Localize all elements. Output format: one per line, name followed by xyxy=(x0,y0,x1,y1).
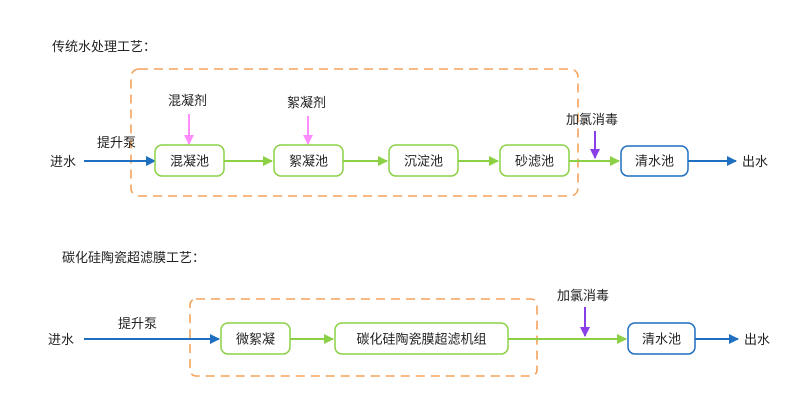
membrane-dashed-frame xyxy=(189,298,538,377)
coagulant-label: 混凝剂 xyxy=(168,93,207,109)
node-sic-membrane-unit: 碳化硅陶瓷膜超滤机组 xyxy=(334,322,509,355)
inlet-label-bottom: 进水 xyxy=(48,333,74,348)
node-sedimentation-tank: 沉淀池 xyxy=(388,144,459,177)
sedimentation-tank-label: 沉淀池 xyxy=(404,155,443,170)
pretreatment-dashed-frame xyxy=(130,68,579,197)
chlorination-label: 加氯消毒 xyxy=(566,113,618,128)
pump-label-bottom: 提升泵 xyxy=(118,316,157,332)
inlet-label: 进水 xyxy=(50,155,76,170)
node-flocculation-tank: 絮凝池 xyxy=(273,144,344,177)
node-micro-flocculation: 微絮凝 xyxy=(220,322,291,355)
flocculant-label: 絮凝剂 xyxy=(287,95,326,111)
micro-flocculation-label: 微絮凝 xyxy=(236,332,275,348)
traditional-process: 传统水处理工艺： 进水 提升泵 混凝剂 絮凝剂 混凝池 絮凝池 沉淀池 xyxy=(50,40,768,197)
node-clear-water-tank: 清水池 xyxy=(620,145,689,177)
sic-membrane-process: 碳化硅陶瓷超滤膜工艺： 进水 提升泵 微絮凝 碳化硅陶瓷膜超滤机组 加氯消毒 清… xyxy=(48,250,770,377)
outlet-label-bottom: 出水 xyxy=(744,333,770,348)
node-sand-filter: 砂滤池 xyxy=(499,144,570,177)
sic-membrane-unit-label: 碳化硅陶瓷膜超滤机组 xyxy=(356,332,486,348)
flocculation-tank-label: 絮凝池 xyxy=(289,154,328,170)
pump-label: 提升泵 xyxy=(97,135,136,151)
clear-water-tank-label-bottom: 清水池 xyxy=(642,333,681,348)
clear-water-tank-label: 清水池 xyxy=(635,155,674,170)
coagulation-tank-label: 混凝池 xyxy=(170,154,209,170)
node-coagulation-tank: 混凝池 xyxy=(154,144,225,177)
sic-process-title: 碳化硅陶瓷超滤膜工艺： xyxy=(62,250,205,266)
outlet-label: 出水 xyxy=(742,155,768,170)
sand-filter-label: 砂滤池 xyxy=(515,155,554,170)
traditional-process-title: 传统水处理工艺： xyxy=(52,40,156,55)
node-clear-water-tank-bottom: 清水池 xyxy=(627,322,696,355)
chlorination-label-bottom: 加氯消毒 xyxy=(557,289,609,304)
